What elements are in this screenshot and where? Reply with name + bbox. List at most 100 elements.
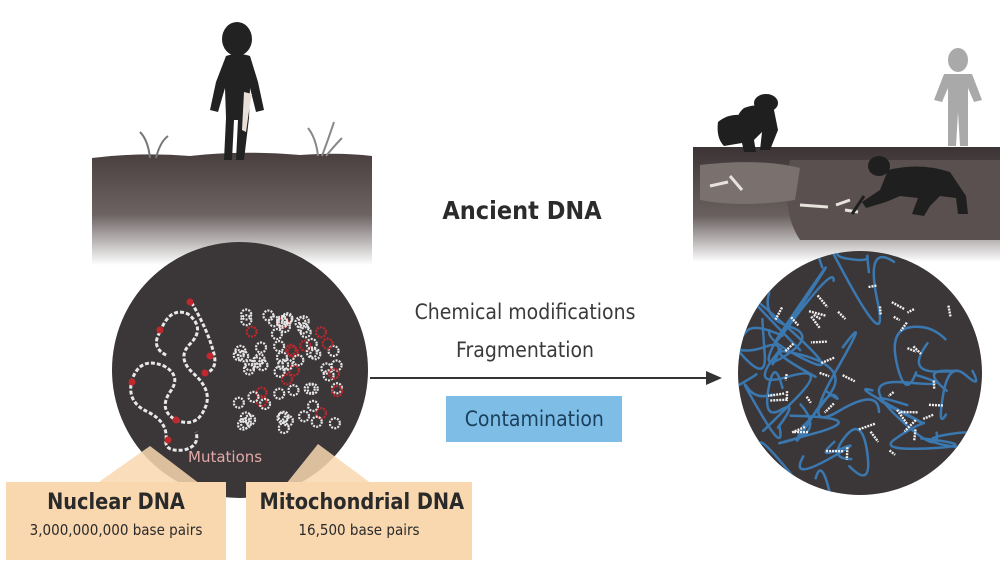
mutated-mito-ring xyxy=(255,395,268,408)
ancient-dna-fragment xyxy=(810,340,827,344)
contamination-badge: Contamination xyxy=(446,396,622,442)
mito-ring xyxy=(275,314,289,328)
mutation-markers xyxy=(128,298,214,444)
ancient-dna-fragment xyxy=(768,392,785,398)
ancient-dna-fragment xyxy=(774,306,784,321)
ancient-dna-fragment xyxy=(888,449,896,456)
mitochondrial-dna-subtitle: 16,500 base pairs xyxy=(298,521,420,539)
mito-ring xyxy=(322,369,335,382)
contaminant-strand xyxy=(778,403,840,445)
mutated-mito-ring xyxy=(245,325,258,338)
mito-ring xyxy=(297,410,311,423)
mitochondrial-callout xyxy=(286,444,372,484)
ancient-dna-fragment xyxy=(837,310,847,320)
contamination-label: Contamination xyxy=(464,407,604,431)
mito-ring xyxy=(262,309,275,322)
mito-ring xyxy=(273,387,286,400)
mutated-mito-ring xyxy=(280,373,294,386)
mito-ring xyxy=(330,382,344,395)
ancient-dna-fragment xyxy=(869,430,880,443)
mito-ring xyxy=(305,346,318,359)
mutations-label: Mutations xyxy=(188,448,263,466)
contaminant-strand xyxy=(738,330,781,366)
contaminant-strand xyxy=(864,387,925,425)
ancient-dna-fragment xyxy=(790,316,800,327)
mito-ring xyxy=(276,411,289,424)
ancient-dna-fragment xyxy=(891,301,906,311)
ancient-dna-fragment xyxy=(893,315,901,322)
mito-ring xyxy=(281,358,294,371)
mito-ring xyxy=(294,316,307,329)
mito-ring xyxy=(243,359,257,372)
ancient-dna-fragment xyxy=(899,321,908,332)
mito-ring xyxy=(247,390,260,403)
ancient-dna-fragment xyxy=(783,342,795,353)
mito-ring xyxy=(287,384,300,397)
mito-ring xyxy=(310,415,323,428)
ancient-dna-fragment xyxy=(819,371,830,378)
mito-ring xyxy=(240,308,253,321)
fragmented-ancient-dna xyxy=(768,284,952,460)
ancient-dna-fragment xyxy=(842,374,856,383)
mito-ring xyxy=(281,414,294,427)
mito-ring xyxy=(237,350,250,363)
ancient-dna-fragment xyxy=(928,403,944,407)
mito-ring xyxy=(232,396,245,409)
mito-ring xyxy=(242,363,256,376)
ancient-human-silhouette xyxy=(210,22,264,160)
contaminant-strand xyxy=(758,441,833,495)
ancient-dna-fragment xyxy=(922,413,934,421)
mito-ring xyxy=(253,353,266,366)
contaminant-strand xyxy=(798,440,852,471)
mito-ring xyxy=(292,354,305,367)
ancient-dna-fragment xyxy=(867,284,877,289)
mito-ring xyxy=(234,344,247,357)
mito-ring xyxy=(303,382,316,395)
contaminant-strand xyxy=(778,350,837,428)
mito-ring xyxy=(272,340,286,353)
mito-ring xyxy=(270,327,283,341)
mito-ring xyxy=(276,358,290,371)
contaminant-strand xyxy=(765,371,791,429)
ancient-dna-fragment xyxy=(887,391,895,398)
mutated-mito-ring xyxy=(327,367,341,380)
contaminant-strand xyxy=(889,421,957,451)
nuclear-dna-title: Nuclear DNA xyxy=(47,490,185,515)
mito-ring xyxy=(240,314,253,327)
mutated-mito-ring xyxy=(286,345,299,358)
crouching-archaeologist-silhouette xyxy=(717,94,778,152)
mutated-mito-ring xyxy=(299,339,312,352)
contaminant-strand xyxy=(877,373,939,444)
fragmentation-label: Fragmentation xyxy=(455,338,595,362)
mitochondrial-dna-box: Mitochondrial DNA 16,500 base pairs xyxy=(246,482,472,560)
mito-ring xyxy=(305,337,318,351)
ancient-dna-fragment xyxy=(791,425,806,434)
nuclear-callout xyxy=(96,446,200,484)
mutated-mito-ring xyxy=(321,337,334,350)
contaminant-strand xyxy=(738,311,767,370)
mito-ring xyxy=(328,417,341,430)
right-dig-site xyxy=(693,147,1000,262)
ancient-dna-fragment xyxy=(784,373,788,381)
ancient-dna-fragment xyxy=(906,347,917,353)
mitochondrial-dna-rings xyxy=(232,308,344,435)
nuclear-dna-subtitle: 3,000,000,000 base pairs xyxy=(29,521,203,539)
mito-ring xyxy=(232,349,245,362)
contaminant-strand xyxy=(738,373,758,416)
contaminant-dna-strands xyxy=(738,251,982,495)
mito-ring xyxy=(299,326,312,339)
ancient-dna-fragment xyxy=(947,305,952,318)
kneeling-archaeologist-silhouette xyxy=(850,156,968,216)
mutated-mito-ring xyxy=(330,384,344,398)
mutated-mito-ring xyxy=(287,364,301,377)
diagram-title: Ancient DNA xyxy=(442,196,602,225)
ancient-dna-fragment xyxy=(805,395,812,404)
ancient-dna-fragment xyxy=(912,345,922,355)
ancient-dna-fragment xyxy=(912,429,917,442)
ancient-dna-fragment xyxy=(816,294,829,309)
mito-ring xyxy=(256,359,269,372)
chemical-modifications-label: Chemical modifications xyxy=(414,300,636,324)
ancient-dna-fragment xyxy=(906,308,915,314)
ancient-dna-fragment xyxy=(820,356,835,365)
left-soil-layer xyxy=(92,121,372,265)
